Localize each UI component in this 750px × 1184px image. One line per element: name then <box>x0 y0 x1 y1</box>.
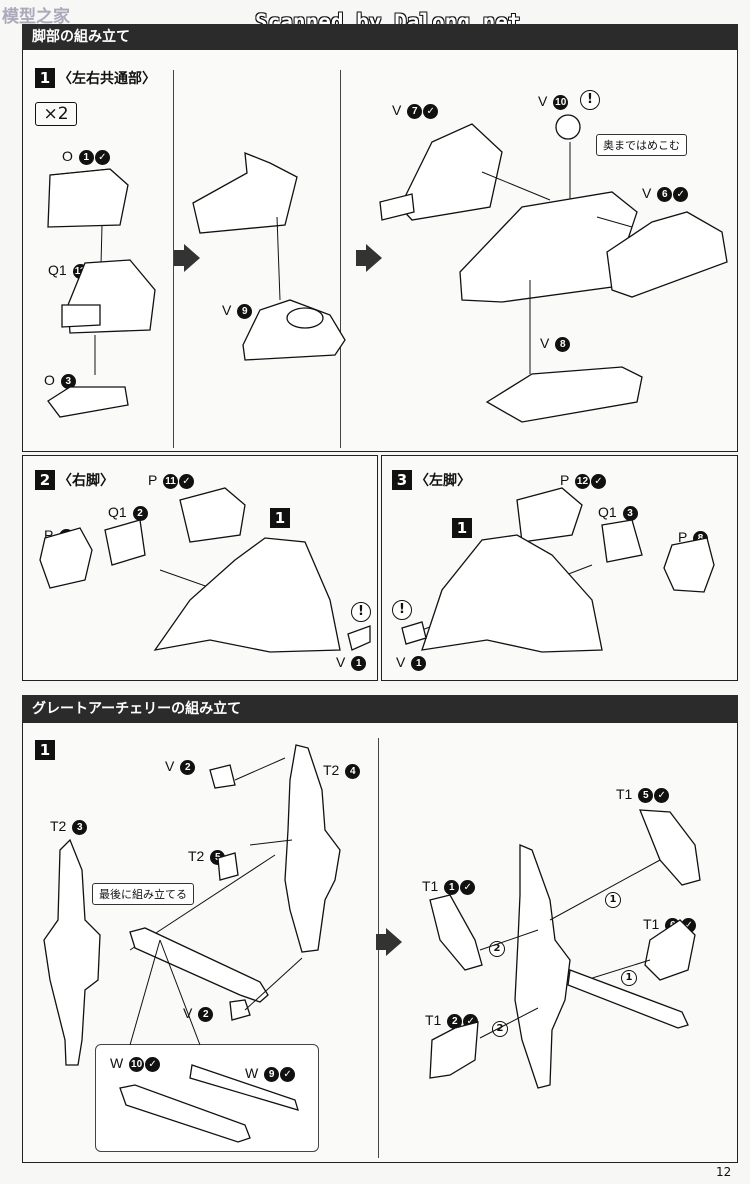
section-title-leg: 脚部の組み立て <box>22 24 738 50</box>
part-label-q1-3: Q1 3 <box>598 504 638 521</box>
callout-assemble-last: 最後に組み立てる <box>92 883 194 905</box>
part-label-v10: V 10 <box>538 93 569 110</box>
parts-diagram-o1-q1-o3 <box>47 168 156 418</box>
bow-assembly-diagram-left <box>43 744 341 1143</box>
parts-diagram-v9 <box>192 151 346 361</box>
step-number: 3 <box>392 470 412 490</box>
part-label-q1-2: Q1 2 <box>108 504 148 521</box>
step-label: 〈左脚〉 <box>415 473 471 489</box>
next-arrow <box>376 928 402 956</box>
part-label-p11: P 11✓ <box>148 472 194 489</box>
part-label-t2-3: T2 3 <box>50 818 88 835</box>
right-leg-diagram <box>39 487 371 653</box>
next-arrow <box>174 244 200 272</box>
part-label-w9: W 9✓ <box>245 1065 296 1082</box>
part-label-o3: O 3 <box>44 372 76 389</box>
multiplier-badge: ×2 <box>35 102 77 126</box>
step-number: 2 <box>35 470 55 490</box>
divider <box>340 70 342 448</box>
watermark-left: 模型之家 <box>2 7 70 27</box>
part-label-v1: V 1 <box>336 654 367 671</box>
divider <box>173 70 175 448</box>
part-label-v1: V 1 <box>396 654 427 671</box>
part-label-t1-2: T1 2✓ <box>425 1012 479 1029</box>
step-number: 1 <box>35 68 55 88</box>
step-label: 〈右脚〉 <box>58 473 114 489</box>
caution-icon: ! <box>351 602 371 622</box>
callout-insert-fully: 奥まではめこむ <box>596 134 687 156</box>
order-marker: 1 <box>605 892 621 908</box>
part-label-t1-5: T1 5✓ <box>616 786 670 803</box>
next-arrow <box>356 244 382 272</box>
part-label-t1-1: T1 1✓ <box>422 878 476 895</box>
order-marker: 1 <box>621 970 637 986</box>
part-label-w10: W 10✓ <box>110 1055 161 1072</box>
page-number: 12 <box>716 1165 732 1179</box>
part-label-v7: V 7✓ <box>392 102 439 119</box>
part-label-v2a: V 2 <box>165 758 196 775</box>
part-label-t2-4: T2 4 <box>323 762 361 779</box>
section-title-archery: グレートアーチェリーの組み立て <box>22 695 738 723</box>
bow-assembly-diagram-right <box>429 809 701 1089</box>
part-label-p12: P 12✓ <box>560 472 606 489</box>
step-ref-1: 1 <box>270 508 290 528</box>
step-number: 1 <box>35 740 55 760</box>
caution-icon: ! <box>392 600 412 620</box>
order-marker: 2 <box>492 1021 508 1037</box>
part-label-v6: V 6✓ <box>642 185 689 202</box>
left-leg-diagram <box>401 487 715 653</box>
part-label-v8: V 8 <box>540 335 571 352</box>
part-label-v9: V 9 <box>222 302 253 319</box>
step-label: 〈左右共通部〉 <box>58 71 156 87</box>
part-label-o1: O 1✓ <box>62 148 110 165</box>
parts-diagram-v6-v7-v8-v10 <box>379 114 728 423</box>
step-ref-1: 1 <box>452 518 472 538</box>
caution-icon: ! <box>580 90 600 110</box>
